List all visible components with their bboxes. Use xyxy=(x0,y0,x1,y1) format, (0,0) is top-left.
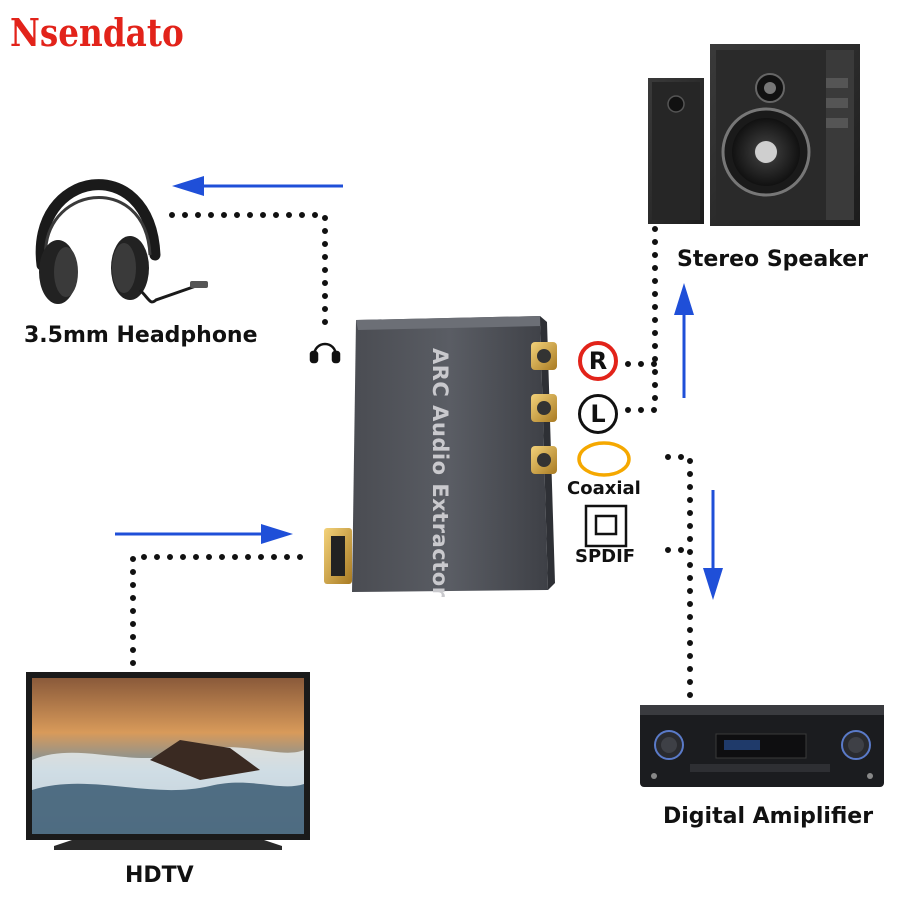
arrow-from-hdtv xyxy=(115,524,293,544)
amplifier-icon xyxy=(640,705,884,787)
hdtv-connection-line xyxy=(130,554,303,675)
coaxial-label: Coaxial xyxy=(567,478,641,499)
spdif-label: SPDIF xyxy=(575,546,636,567)
rca-jack-coaxial xyxy=(531,446,557,474)
headphone-icon xyxy=(35,179,208,304)
amplifier-connection-line xyxy=(665,454,693,703)
arc-audio-extractor-device xyxy=(324,316,557,592)
arrow-to-amplifier xyxy=(703,490,723,600)
headphone-connection-line xyxy=(169,212,328,338)
hdmi-port xyxy=(324,528,352,584)
rca-jack-r xyxy=(531,342,557,370)
brand-logo: Nsendato xyxy=(10,10,184,55)
arrow-to-speaker xyxy=(674,283,694,398)
port-r-badge: R xyxy=(578,341,618,381)
spdif-port-icon xyxy=(584,504,628,548)
amplifier-label: Digital Amiplifier xyxy=(663,804,874,829)
arrow-to-headphone xyxy=(172,176,343,196)
hdtv-label: HDTV xyxy=(125,863,194,888)
speaker-label: Stereo Speaker xyxy=(677,247,868,272)
speaker-icon xyxy=(648,44,860,226)
rca-jack-l xyxy=(531,394,557,422)
headphone-jack-icon xyxy=(309,342,341,364)
tv-icon xyxy=(26,672,310,850)
port-l-badge: L xyxy=(578,394,618,434)
device-title: ARC Audio Extractor xyxy=(428,348,452,598)
signal-arrows xyxy=(115,176,723,600)
connection-lines xyxy=(130,209,693,703)
headphone-label: 3.5mm Headphone xyxy=(24,323,258,348)
coaxial-port-icon xyxy=(577,441,631,477)
speaker-connection-line xyxy=(625,209,658,413)
